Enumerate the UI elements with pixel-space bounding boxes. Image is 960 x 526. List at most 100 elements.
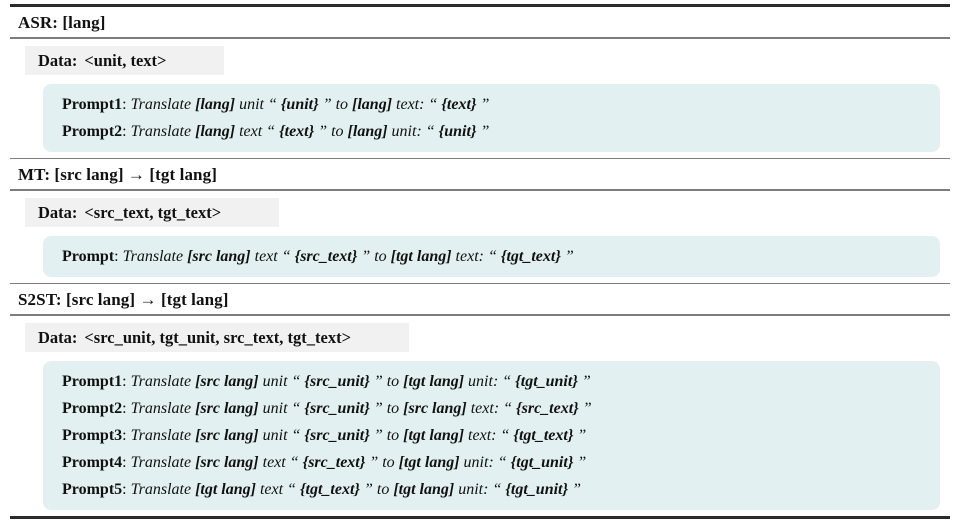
prompt-label: Prompt1 [62,95,123,113]
sections-container: ASR: [lang] Data: <unit, text> Prompt1: Tra… [10,7,950,510]
prompt-part: {src_text} [294,247,358,265]
prompt-part: unit “ [235,95,281,113]
prompt-line-s2st-3: Prompt4: Translate [src lang] text “ {sr… [62,449,932,476]
prompt-part: text “ [258,453,303,471]
prompt-part: text “ [255,480,300,498]
prompt-part: {src_unit} [304,399,370,417]
bottom-rule [10,515,950,519]
prompt-part: [src lang] [195,399,259,417]
data-label: Data: [38,202,78,222]
header-underline-rule [10,189,950,191]
data-row-mt: Data:<src_text, tgt_text> [25,197,950,227]
prompt-part: {tgt_unit} [510,453,574,471]
prompt-part: {unit} [438,122,477,140]
prompt-part: [tgt lang] [398,453,460,471]
prompt-part: ” to [369,372,404,390]
prompt-part: ” [573,426,587,444]
prompt-part: Translate [130,95,196,113]
prompt-part: text “ [235,122,280,140]
data-value: <unit, text> [84,50,167,70]
prompt-part: ” [476,122,490,140]
prompt-line-s2st-1: Prompt2: Translate [src lang] unit “ {sr… [62,395,932,422]
prompt-part: {tgt_text} [299,480,360,498]
prompt-part: text: “ [451,247,501,265]
prompt-separator: : [114,247,123,265]
prompt-box-asr: Prompt1: Translate [lang] unit “ {unit} … [43,83,940,152]
prompt-part: ” [573,453,587,471]
prompt-part: [tgt lang] [393,480,455,498]
prompt-label: Prompt1 [62,372,123,390]
prompt-part: text: “ [464,426,514,444]
prompt-line-s2st-4: Prompt5: Translate [tgt lang] text “ {tg… [62,476,932,503]
data-box-mt: Data:<src_text, tgt_text> [25,197,280,227]
prompt-line-s2st-2: Prompt3: Translate [src lang] unit “ {sr… [62,422,932,449]
prompt-part: unit: “ [464,372,516,390]
prompt-part: ” [476,95,490,113]
prompt-part: unit “ [258,426,305,444]
prompt-part: ” to [314,122,348,140]
prompt-part: unit “ [258,372,305,390]
prompt-part: Translate [122,247,188,265]
prompt-line-asr-1: Prompt2: Translate [lang] text “ {text} … [62,118,932,145]
prompt-part: [lang] [195,122,236,140]
prompt-part: {tgt_text} [513,426,574,444]
prompt-part: [tgt lang] [403,372,465,390]
data-row-s2st: Data:<src_unit, tgt_unit, src_text, tgt_… [25,322,950,352]
section-separator-rule [10,282,950,284]
prompt-separator: : [122,95,131,113]
prompt-line-asr-0: Prompt1: Translate [lang] unit “ {unit} … [62,91,932,118]
prompt-label: Prompt5 [62,480,123,498]
prompt-line-s2st-0: Prompt1: Translate [src lang] unit “ {sr… [62,368,932,395]
prompt-part: ” to [369,426,404,444]
prompt-part: {text} [441,95,477,113]
prompt-part: {src_unit} [304,372,370,390]
prompt-part: ” [578,399,592,417]
prompt-part: {src_text} [516,399,579,417]
prompt-separator: : [122,480,131,498]
prompt-label: Prompt2 [62,122,123,140]
data-label: Data: [38,50,78,70]
prompt-part: ” to [359,480,394,498]
prompt-part: {src_unit} [304,426,370,444]
prompt-part: unit “ [258,399,305,417]
prompt-separator: : [122,453,131,471]
prompt-part: Translate [130,480,196,498]
prompt-part: unit: “ [459,453,511,471]
prompt-part: ” [560,247,574,265]
header-underline-rule [10,314,950,316]
prompt-part: {tgt_unit} [515,372,578,390]
prompt-separator: : [122,122,131,140]
header-underline-rule [10,37,950,39]
data-box-asr: Data: <unit, text> [25,45,225,75]
prompt-part: [tgt lang] [403,426,465,444]
prompt-part: Translate [130,372,196,390]
prompt-part: ” to [318,95,353,113]
data-value: <src_unit, tgt_unit, src_text, tgt_text> [84,327,351,347]
prompt-part: Translate [130,426,196,444]
prompt-label: Prompt4 [62,453,123,471]
data-box-s2st: Data:<src_unit, tgt_unit, src_text, tgt_… [25,322,409,352]
prompt-part: [lang] [347,122,388,140]
top-rule [10,4,950,7]
prompt-part: {unit} [280,95,319,113]
section-header-asr: ASR: [lang] [18,13,106,32]
prompt-separator: : [122,372,131,390]
prompt-part: {src_text} [302,453,366,471]
prompt-part: [src lang] [195,453,259,471]
prompt-part: {tgt_text} [500,247,561,265]
prompt-part: [src lang] [195,426,259,444]
prompt-part: ” to [369,399,404,417]
prompt-part: text “ [250,247,295,265]
prompt-part: [tgt lang] [195,480,256,498]
prompt-part: ” to [357,247,391,265]
prompt-part: [lang] [195,95,236,113]
prompt-part: [src lang] [403,399,467,417]
prompt-box-mt: Prompt: Translate [src lang] text “ {src… [43,235,940,277]
prompt-part: text: “ [392,95,442,113]
prompt-part: unit: “ [454,480,506,498]
prompt-part: Translate [130,122,196,140]
section-header-mt: MT: [src lang] → [tgt lang] [18,165,217,184]
prompt-part: [src lang] [187,247,251,265]
prompt-separator: : [122,426,131,444]
